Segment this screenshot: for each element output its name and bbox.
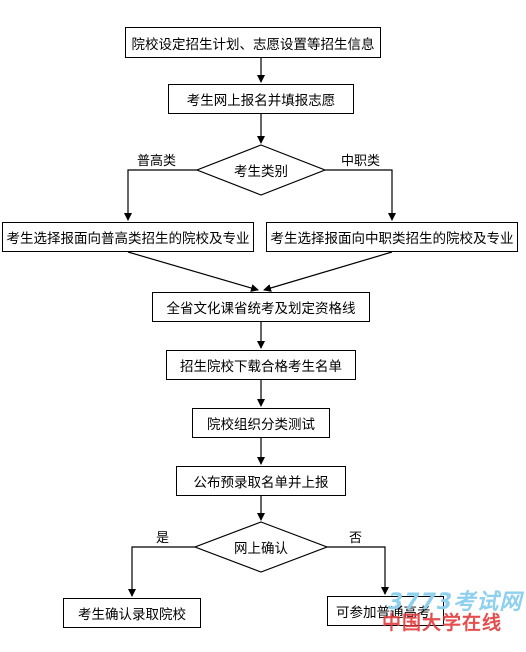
node-category: 考生类别	[234, 164, 288, 180]
node-test: 院校组织分类测试	[192, 408, 330, 438]
edge-label-no: 否	[349, 531, 363, 546]
arrow-vocational-to-exam	[263, 251, 393, 292]
edge-label-general: 普高类	[137, 154, 177, 169]
node-confirm: 网上确认	[234, 541, 288, 557]
node-publish: 院校设定招生计划、志愿设置等招生信息	[125, 27, 381, 58]
edge-label-vocational: 中职类	[341, 154, 381, 169]
node-general-choice: 考生选择报面向普高类招生的院校及专业	[2, 222, 254, 252]
node-register: 考生网上报名并填报志愿	[168, 84, 354, 114]
arrow-yes-to-accept	[128, 546, 195, 597]
node-download: 招生院校下载合格考生名单	[166, 350, 356, 380]
category-decision-diamond	[195, 144, 327, 196]
node-announce: 公布预录取名单并上报	[176, 466, 346, 496]
node-accept: 考生确认录取院校	[63, 598, 201, 628]
watermark-cuo: 中国大学在线	[382, 612, 503, 634]
arrow-general-to-exam	[127, 251, 259, 292]
arrow-no-to-gaokao	[327, 546, 389, 595]
arrow-to-vocational	[325, 169, 396, 221]
confirm-decision-diamond	[193, 521, 329, 573]
node-vocational-choice: 考生选择报面向中职类招生的院校及专业	[266, 222, 518, 252]
watermark-3773: 3773考试网	[388, 590, 523, 615]
edge-label-yes: 是	[156, 531, 170, 546]
arrow-to-general	[124, 169, 197, 221]
node-gaokao: 可参加普通高考	[327, 596, 444, 626]
node-exam: 全省文化课省统考及划定资格线	[152, 292, 370, 322]
